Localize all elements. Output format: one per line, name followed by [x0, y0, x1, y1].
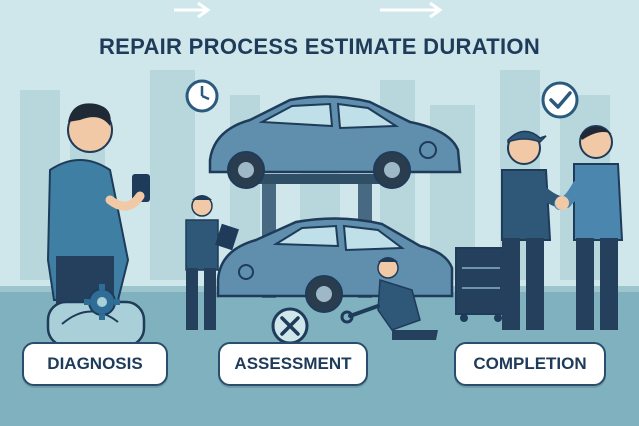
checkmark-icon: [541, 81, 579, 119]
x-circle-icon: [271, 307, 309, 345]
customer-handshake: [554, 125, 624, 330]
arrow-right-icon: [380, 1, 443, 19]
arrow-right-icon: [174, 1, 211, 19]
tool-cart: [455, 247, 507, 322]
customer-with-phone: [46, 103, 150, 306]
wrench-icon: [340, 304, 380, 324]
gear-icon: [84, 284, 120, 320]
clock-icon: [185, 79, 219, 113]
step-assessment: ASSESSMENT: [218, 342, 368, 386]
mechanic-with-tablet: [185, 195, 239, 330]
car-on-lift: [208, 95, 462, 189]
mechanic-handshake: [501, 130, 572, 330]
step-completion: COMPLETION: [454, 342, 606, 386]
page-title: REPAIR PROCESS ESTIMATE DURATION: [98, 34, 541, 59]
step-diagnosis: DIAGNOSIS: [22, 342, 168, 386]
